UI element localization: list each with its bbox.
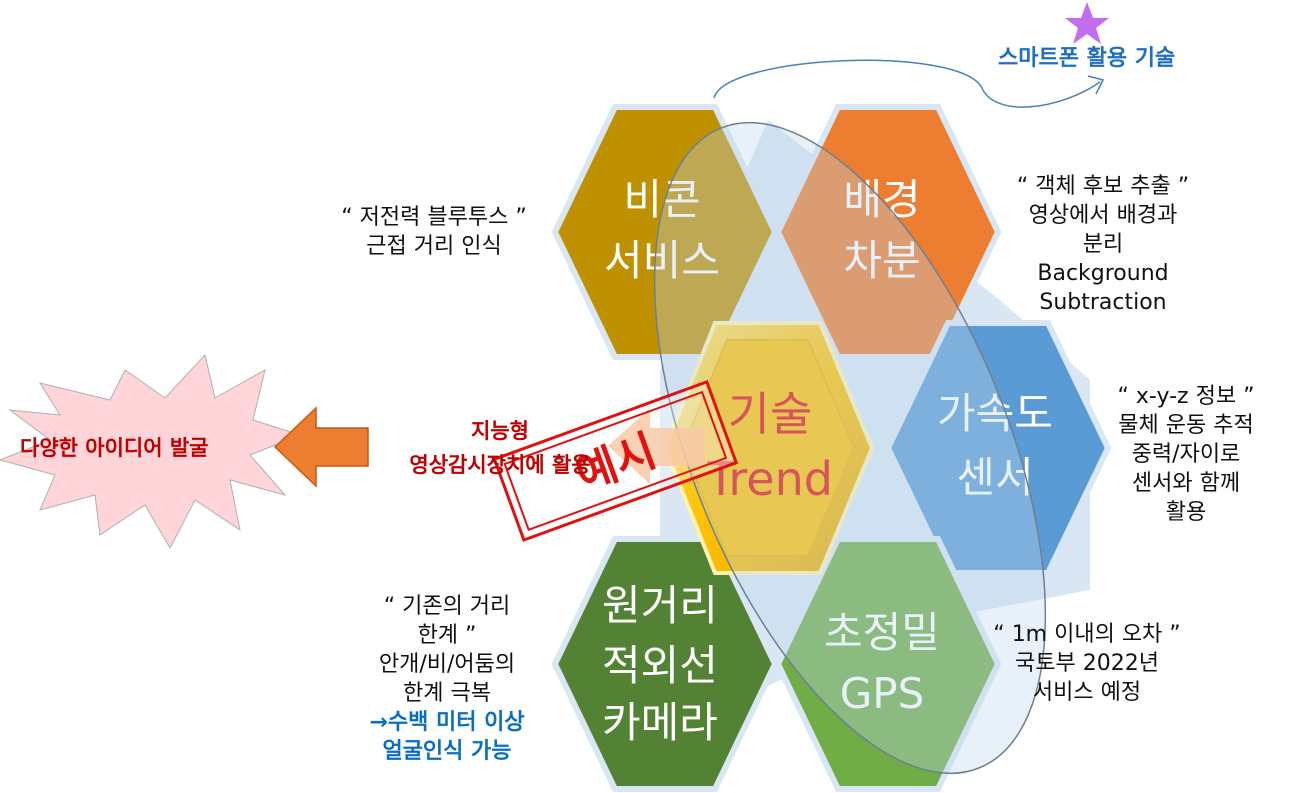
center-label-line-2: Trend [706,452,833,506]
note-background-line-1: “ 객체 후보 추출 ” [1016,174,1190,199]
hexagon-background-line-2: 차분 [843,236,920,285]
note-accelerometer-line-3: 중력/자이로 [1131,442,1241,467]
smartphone-tech-label: 스마트폰 활용 기술 [998,46,1176,71]
note-background: “ 객체 후보 추출 ” 영상에서 배경과 분리 Background Subt… [988,172,1218,317]
note-accelerometer-line-2: 물체 운동 추적 [1118,413,1254,438]
hexagon-infrared-line-2: 적외선 [602,641,718,690]
honeycomb-frame [660,120,1090,730]
smartphone-tech-ellipse [653,121,1047,775]
note-infrared: “ 기존의 거리 한계 ” 안개/비/어둠의 한계 극복 →수백 미터 이상 얼… [352,592,542,766]
star-icon [1065,2,1109,44]
note-background-line-4: Background [1037,261,1169,286]
note-background-line-5: Subtraction [1039,290,1167,315]
hexagon-beacon-line-2: 서비스 [604,236,720,285]
idea-burst-shape [0,353,302,550]
curved-arrow-to-smartphone-label [713,59,1101,108]
hexagon-gps-line-2: GPS [840,669,925,718]
idea-discovery-label: 다양한 아이디어 발굴 [20,436,209,460]
note-beacon-line-2: 근접 거리 인식 [366,234,502,259]
curved-arrow-head-icon [1087,75,1105,95]
note-accelerometer: “ x-y-z 정보 ” 물체 운동 추적 중력/자이로 센서와 함께 활용 [1096,382,1276,527]
note-gps-line-1: “ 1m 이내의 오차 ” [993,622,1181,647]
intelligent-cctv-label: 지능형 영상감시장치에 활용 [380,414,620,482]
note-gps: “ 1m 이내의 오차 ” 국토부 2022년 서비스 예정 [972,620,1202,707]
note-beacon-line-1: “ 저전력 블루투스 ” [341,205,527,230]
hexagon-beacon-service: 비콘 서비스 [551,104,779,360]
center-label-line-1: 기술 [728,387,813,441]
note-accelerometer-line-5: 활용 [1165,500,1207,525]
note-infrared-line-2: 한계 ” [417,623,477,648]
translucent-arrow-icon [608,408,705,484]
intelligent-cctv-line-2: 영상감시장치에 활용 [409,453,591,477]
hexagon-center-technology-trend: 기술 Trend [662,321,875,575]
note-accelerometer-line-1: “ x-y-z 정보 ” [1117,384,1255,409]
hexagon-beacon-line-1: 비콘 [623,175,700,224]
hexagon-infrared-line-3: 카메라 [602,698,718,747]
note-infrared-line-3: 안개/비/어둠의 [378,652,516,677]
note-infrared-highlight-2: 얼굴인식 가능 [382,739,512,764]
hexagon-gps-line-1: 초정밀 [824,608,940,657]
note-gps-line-3: 서비스 예정 [1032,680,1142,705]
note-infrared-line-4: 한계 극복 [403,681,491,706]
hexagon-precision-gps: 초정밀 GPS [774,536,1002,792]
note-background-line-2: 영상에서 배경과 [1028,203,1178,228]
note-infrared-highlight-1: →수백 미터 이상 [369,710,525,735]
note-background-line-3: 분리 [1082,232,1124,257]
note-gps-line-2: 국토부 2022년 [1015,651,1159,676]
note-accelerometer-line-4: 센서와 함께 [1131,471,1241,496]
hexagon-background-subtraction: 배경 차분 [774,104,1002,360]
left-arrow-icon [273,406,369,488]
hexagon-infrared-line-1: 원거리 [602,581,718,630]
hexagon-accelerometer-sensor: 가속도 센서 [884,320,1112,576]
note-beacon: “ 저전력 블루투스 ” 근접 거리 인식 [316,203,552,261]
intelligent-cctv-line-1: 지능형 [471,419,529,443]
example-stamp: 예시 [492,379,739,542]
note-infrared-line-1: “ 기존의 거리 [383,594,511,619]
hexagon-accelerometer-line-1: 가속도 [937,389,1053,438]
